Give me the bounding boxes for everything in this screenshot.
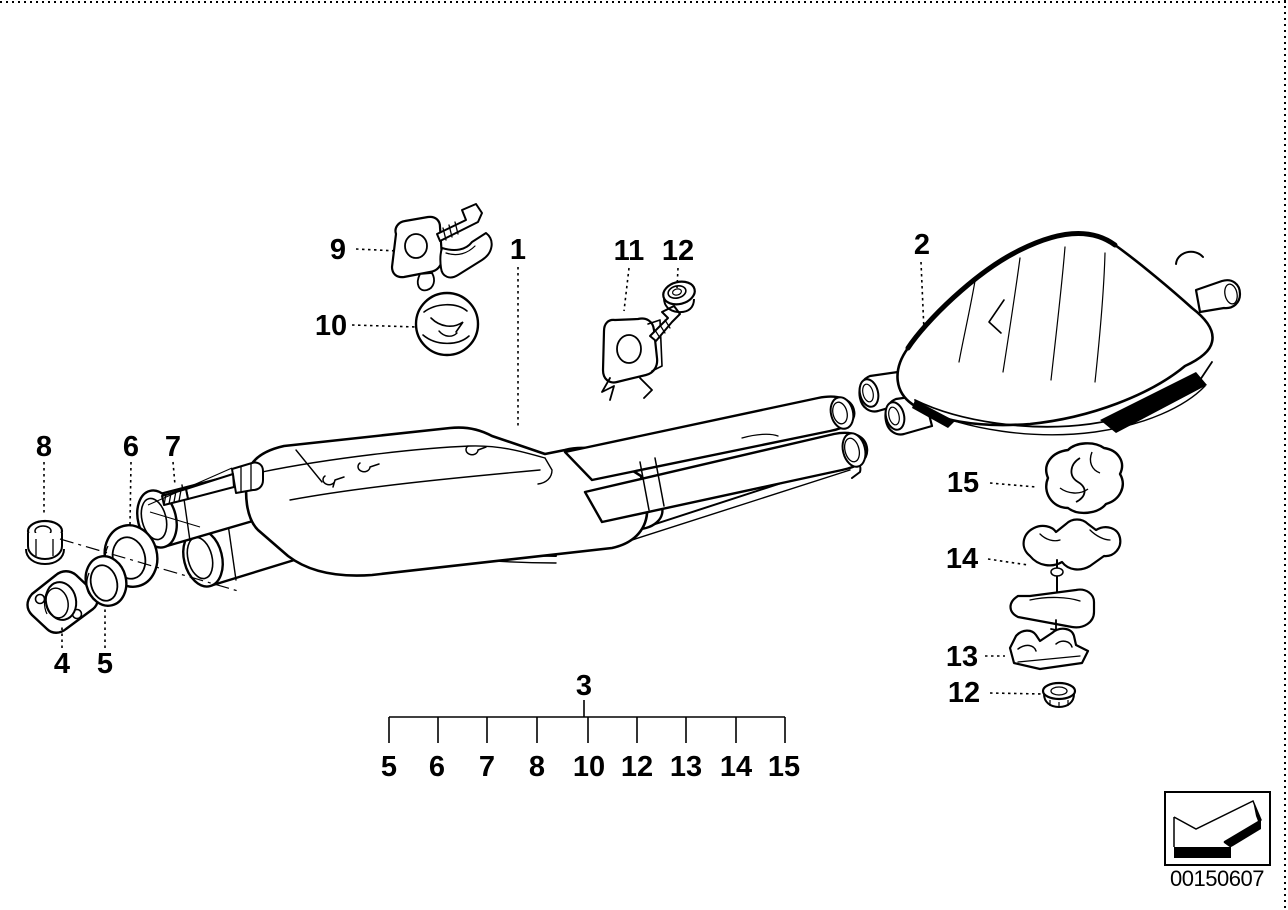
- nav-back-button[interactable]: [1164, 791, 1271, 866]
- group-item-15[interactable]: 15: [768, 751, 800, 783]
- part-9-drawing: [390, 203, 493, 292]
- part-13-drawing: [1008, 627, 1090, 671]
- group-item-6[interactable]: 6: [429, 751, 445, 783]
- group-item-8[interactable]: 8: [529, 751, 545, 783]
- group-item-7[interactable]: 7: [479, 751, 495, 783]
- callout-6-label[interactable]: 6: [123, 431, 139, 463]
- group-item-10[interactable]: 10: [573, 751, 605, 783]
- callout-7-label[interactable]: 7: [165, 431, 181, 463]
- group-item-12[interactable]: 12: [621, 751, 653, 783]
- callout-4-label[interactable]: 4: [54, 648, 70, 680]
- callout-12-right-label[interactable]: 12: [948, 677, 980, 709]
- rear-muffler-drawing: [858, 231, 1242, 436]
- callout-13-label[interactable]: 13: [946, 641, 978, 673]
- part-10-drawing: [414, 291, 480, 357]
- callout-5-label[interactable]: 5: [97, 648, 113, 680]
- bolt-axis-line-upper: [147, 467, 233, 506]
- leader-12-right: [989, 692, 1043, 695]
- callout-3-label[interactable]: 3: [576, 670, 592, 702]
- group-item-5[interactable]: 5: [381, 751, 397, 783]
- leader-2: [920, 261, 925, 332]
- group-item-13[interactable]: 13: [670, 751, 702, 783]
- group-item-14[interactable]: 14: [720, 751, 752, 783]
- group-3-bracket: 3 5 6 7 8 10 12 13 14 15: [381, 670, 800, 783]
- callout-11-label[interactable]: 11: [614, 235, 645, 267]
- leader-9: [355, 248, 399, 252]
- part-5-drawing: [84, 555, 128, 607]
- leader-14: [987, 558, 1029, 566]
- assembly-axis-line: [59, 538, 239, 592]
- part-11-drawing: [601, 305, 681, 401]
- center-muffler-drawing: [136, 395, 869, 588]
- part-8-drawing: [25, 519, 65, 566]
- callout-2-label[interactable]: 2: [914, 229, 930, 261]
- part-7-drawing: [161, 461, 264, 506]
- part-14-drawing: [1009, 518, 1122, 635]
- callout-9-label[interactable]: 9: [330, 234, 346, 266]
- bolt-axis-line-lower: [149, 511, 201, 528]
- callout-8-label[interactable]: 8: [36, 431, 52, 463]
- callout-14-label[interactable]: 14: [946, 543, 978, 575]
- callout-12-top-label[interactable]: 12: [662, 235, 694, 267]
- leader-6: [129, 461, 132, 526]
- part-15-drawing: [1045, 442, 1124, 515]
- leader-7: [172, 461, 176, 486]
- leader-11: [623, 267, 630, 312]
- callout-10-label[interactable]: 10: [315, 310, 347, 342]
- leader-10: [351, 324, 418, 328]
- back-arrow-icon: [1173, 799, 1262, 858]
- callout-1-label[interactable]: 1: [510, 234, 526, 266]
- part-4-drawing: [26, 570, 99, 634]
- callout-15-label[interactable]: 15: [947, 467, 979, 499]
- leader-15: [989, 482, 1037, 488]
- part-12-right-drawing: [1041, 681, 1077, 709]
- part-12-top-drawing: [662, 280, 696, 314]
- image-number: 00150607: [1170, 866, 1264, 891]
